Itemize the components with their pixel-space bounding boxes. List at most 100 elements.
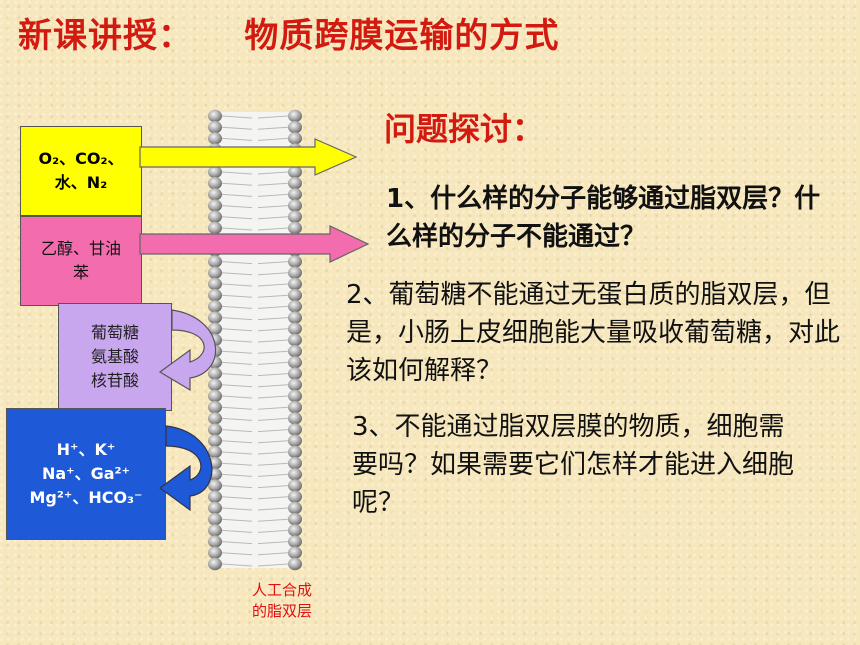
lipid-head xyxy=(288,434,302,447)
lipid-head xyxy=(208,210,222,223)
lipid-head xyxy=(208,434,222,447)
lipid-head xyxy=(288,479,302,492)
lipid-tail xyxy=(221,283,289,287)
lipid-tail xyxy=(221,294,289,298)
lipid-head xyxy=(208,557,222,571)
lipid-tail xyxy=(221,518,289,522)
lipid-head xyxy=(208,423,222,436)
lipid-head xyxy=(288,109,302,123)
lipid-tail xyxy=(221,339,289,343)
lipid-tail xyxy=(221,384,289,388)
slide-title: 新课讲授： 物质跨膜运输的方式 xyxy=(18,16,560,56)
lipid-tail xyxy=(221,216,289,220)
lipid-head xyxy=(208,289,222,302)
lipid-tail xyxy=(221,507,289,511)
lipid-head xyxy=(208,378,222,391)
lipid-head xyxy=(288,300,302,313)
lipid-tail xyxy=(221,473,289,477)
lipid-head xyxy=(288,356,302,369)
purple-return-arrow xyxy=(158,309,217,392)
lipid-head xyxy=(208,524,222,537)
blue-return-arrow xyxy=(158,425,213,512)
lipid-head xyxy=(208,535,222,548)
lipid-head xyxy=(288,199,302,212)
lipid-tail xyxy=(221,541,289,545)
lipid-tail xyxy=(221,395,289,399)
lipid-head xyxy=(208,479,222,492)
lipid-head xyxy=(288,210,302,223)
lipid-head xyxy=(288,345,302,358)
pink-pass-arrow xyxy=(139,225,370,263)
membrane-label: 人工合成 的脂双层 xyxy=(232,580,332,622)
lipid-head xyxy=(288,490,302,503)
lipid-tail xyxy=(221,462,289,466)
lipid-head xyxy=(288,165,302,179)
lipid-tail xyxy=(221,171,289,175)
lipid-head xyxy=(208,132,222,145)
lipid-head xyxy=(208,255,222,268)
lipid-head xyxy=(288,221,302,235)
lipid-head xyxy=(288,535,302,548)
lipid-head xyxy=(208,221,222,235)
lipid-tail xyxy=(221,552,289,556)
lipid-tail xyxy=(221,272,289,276)
lipid-head xyxy=(288,513,302,526)
lipid-head xyxy=(288,289,302,302)
lipid-head xyxy=(288,524,302,537)
lipid-head xyxy=(208,445,222,459)
lipid-tail xyxy=(221,305,289,309)
alcohols-line1: 乙醇、甘油 xyxy=(40,239,121,258)
lipid-head xyxy=(208,266,222,279)
lipid-head xyxy=(208,367,222,380)
lipid-head xyxy=(208,311,222,324)
lipid-head xyxy=(288,121,302,134)
nutrients-line2: 氨基酸 xyxy=(90,347,139,366)
question-1: 1、什么样的分子能够通过脂双层？什么样的分子不能通过？ xyxy=(386,184,821,252)
question-2: 2、葡萄糖不能通过无蛋白质的脂双层，但是，小肠上皮细胞能大量吸收葡萄糖，对此该如… xyxy=(346,280,841,386)
lipid-head xyxy=(288,132,302,145)
lipid-head xyxy=(208,300,222,313)
lipid-head xyxy=(208,177,222,190)
lipid-head xyxy=(288,457,302,470)
lipid-tail xyxy=(221,496,289,500)
lipid-tail xyxy=(221,361,289,365)
lipid-head xyxy=(288,546,302,559)
lipid-head xyxy=(288,188,302,201)
lipid-head xyxy=(288,557,302,571)
lipid-tail xyxy=(221,115,289,119)
question-3: 3、不能通过脂双层膜的物质，细胞需要吗？如果需要它们怎样才能进入细胞呢？ xyxy=(352,412,795,518)
lipid-head xyxy=(208,412,222,425)
lipid-head xyxy=(288,333,302,347)
lipid-head xyxy=(208,121,222,134)
ions-line2: Na⁺、Ga²⁺ xyxy=(41,464,131,483)
lipid-tail xyxy=(221,563,289,567)
lipid-head xyxy=(288,266,302,279)
lipid-tail xyxy=(221,417,289,421)
lipid-tail xyxy=(221,328,289,332)
lipid-head xyxy=(208,277,222,291)
lipid-tail xyxy=(221,182,289,186)
lipid-head xyxy=(288,322,302,335)
lipid-tail xyxy=(221,529,289,533)
lipid-head xyxy=(288,255,302,268)
yellow-pass-arrow xyxy=(139,138,358,176)
box-alcohols: 乙醇、甘油 苯 xyxy=(20,216,142,306)
lipid-head xyxy=(288,423,302,436)
lipid-head xyxy=(288,501,302,515)
gases-line1: O₂、CO₂、 xyxy=(38,149,124,168)
discussion-heading: 问题探讨： xyxy=(384,110,545,148)
nutrients-line3: 核苷酸 xyxy=(90,371,139,390)
lipid-head xyxy=(288,468,302,481)
lipid-head xyxy=(208,389,222,403)
lipid-head xyxy=(208,513,222,526)
ions-line1: H⁺、K⁺ xyxy=(56,440,116,459)
lipid-head xyxy=(208,322,222,335)
lipid-head xyxy=(288,367,302,380)
lipid-head xyxy=(288,445,302,459)
lipid-tail xyxy=(221,485,289,489)
lipid-tail xyxy=(221,429,289,433)
lipid-head xyxy=(208,490,222,503)
lipid-head xyxy=(288,389,302,403)
